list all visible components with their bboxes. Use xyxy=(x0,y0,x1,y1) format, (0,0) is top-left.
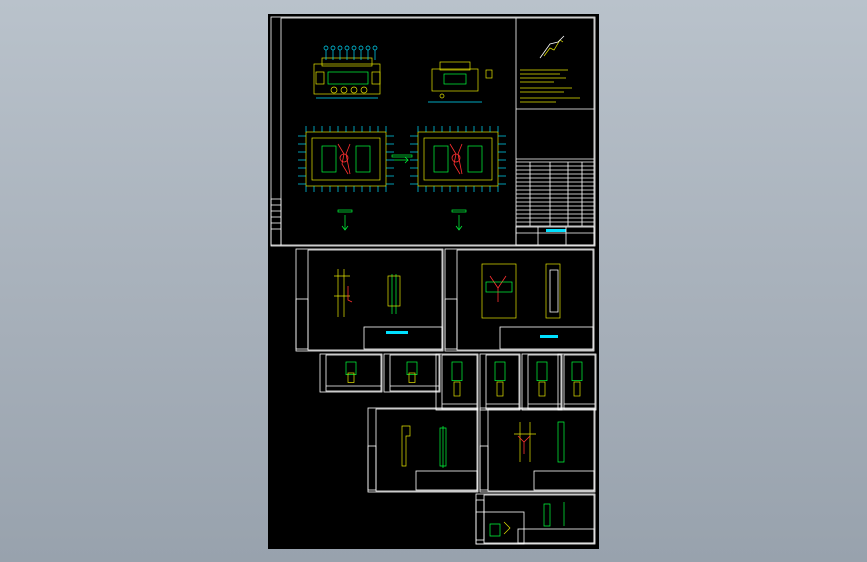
plan-view-left xyxy=(298,126,394,192)
sheet-part-a[interactable] xyxy=(295,248,444,352)
sheet-detail-row[interactable] xyxy=(319,353,597,411)
detail-sheet[interactable] xyxy=(479,353,521,411)
sheet-part-e[interactable] xyxy=(475,493,596,545)
cad-drawing xyxy=(270,16,597,545)
detail-sheet[interactable] xyxy=(319,353,383,393)
cad-drawing-canvas[interactable] xyxy=(268,14,599,549)
detail-sheet[interactable] xyxy=(521,353,563,411)
elevation-view-right xyxy=(428,61,493,103)
sheet-part-b[interactable] xyxy=(444,248,595,352)
sheet-part-c[interactable] xyxy=(367,407,479,493)
plan-view-right xyxy=(410,126,506,192)
detail-sheet[interactable] xyxy=(435,353,479,411)
elevation-view-left xyxy=(313,45,381,99)
detail-sheet[interactable] xyxy=(383,353,441,393)
sheet-part-d[interactable] xyxy=(479,407,596,493)
sheet-assembly[interactable] xyxy=(270,16,596,247)
detail-sheet[interactable] xyxy=(557,353,597,411)
